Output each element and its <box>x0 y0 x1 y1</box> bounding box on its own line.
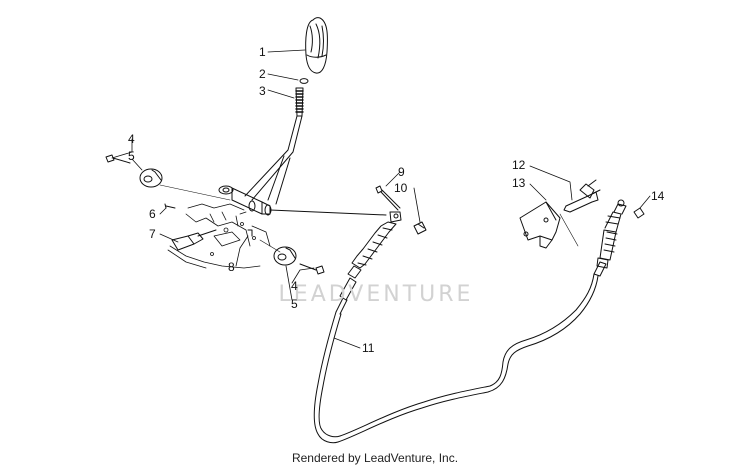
screw-upper <box>105 154 131 164</box>
callout-1: 1 <box>259 45 266 59</box>
callout-14: 14 <box>651 189 665 203</box>
rubber-boot <box>171 229 217 251</box>
callout-4-lower: 4 <box>291 279 298 293</box>
shift-cable <box>313 273 599 444</box>
housing-bolt <box>247 229 253 237</box>
callout-3: 3 <box>259 84 266 98</box>
callout-5-lower: 5 <box>291 297 298 311</box>
callout-10: 10 <box>394 181 408 195</box>
washer <box>299 78 309 84</box>
callout-6: 6 <box>149 207 156 221</box>
watermark: LEADVENTURE <box>278 282 474 307</box>
alignment-line <box>559 213 579 247</box>
cable-nut <box>413 221 427 235</box>
alignment-line <box>159 184 231 201</box>
mounting-bracket <box>519 201 561 249</box>
callout-8: 8 <box>228 260 235 274</box>
threaded-rod <box>295 87 304 117</box>
callout-7: 7 <box>149 227 156 241</box>
callout-4-upper: 4 <box>128 132 135 146</box>
callout-9: 9 <box>398 165 405 179</box>
callout-11: 11 <box>362 341 375 355</box>
bushing-upper <box>139 168 163 188</box>
screw-lower <box>299 263 325 275</box>
alignment-line <box>259 239 281 253</box>
callout-5-upper: 5 <box>128 149 135 163</box>
bracket-bolt <box>563 191 599 213</box>
pin <box>164 203 176 209</box>
cable-end-nut <box>633 207 645 219</box>
cable-lower-end <box>593 199 627 277</box>
leader-lines <box>111 49 651 349</box>
cable-clip <box>579 179 601 199</box>
shift-lever <box>244 115 303 205</box>
shift-knob <box>305 17 328 74</box>
bushing-lower <box>273 246 297 266</box>
shifter-housing <box>167 203 271 269</box>
callout-2: 2 <box>259 67 266 81</box>
callout-12: 12 <box>512 158 526 172</box>
callout-13: 13 <box>512 176 526 190</box>
cable-bolt <box>375 185 401 211</box>
footer-credit: Rendered by LeadVenture, Inc. <box>291 451 459 465</box>
cable-upper-end <box>335 211 402 315</box>
pivot-bracket <box>218 185 272 216</box>
alignment-line <box>269 209 387 216</box>
